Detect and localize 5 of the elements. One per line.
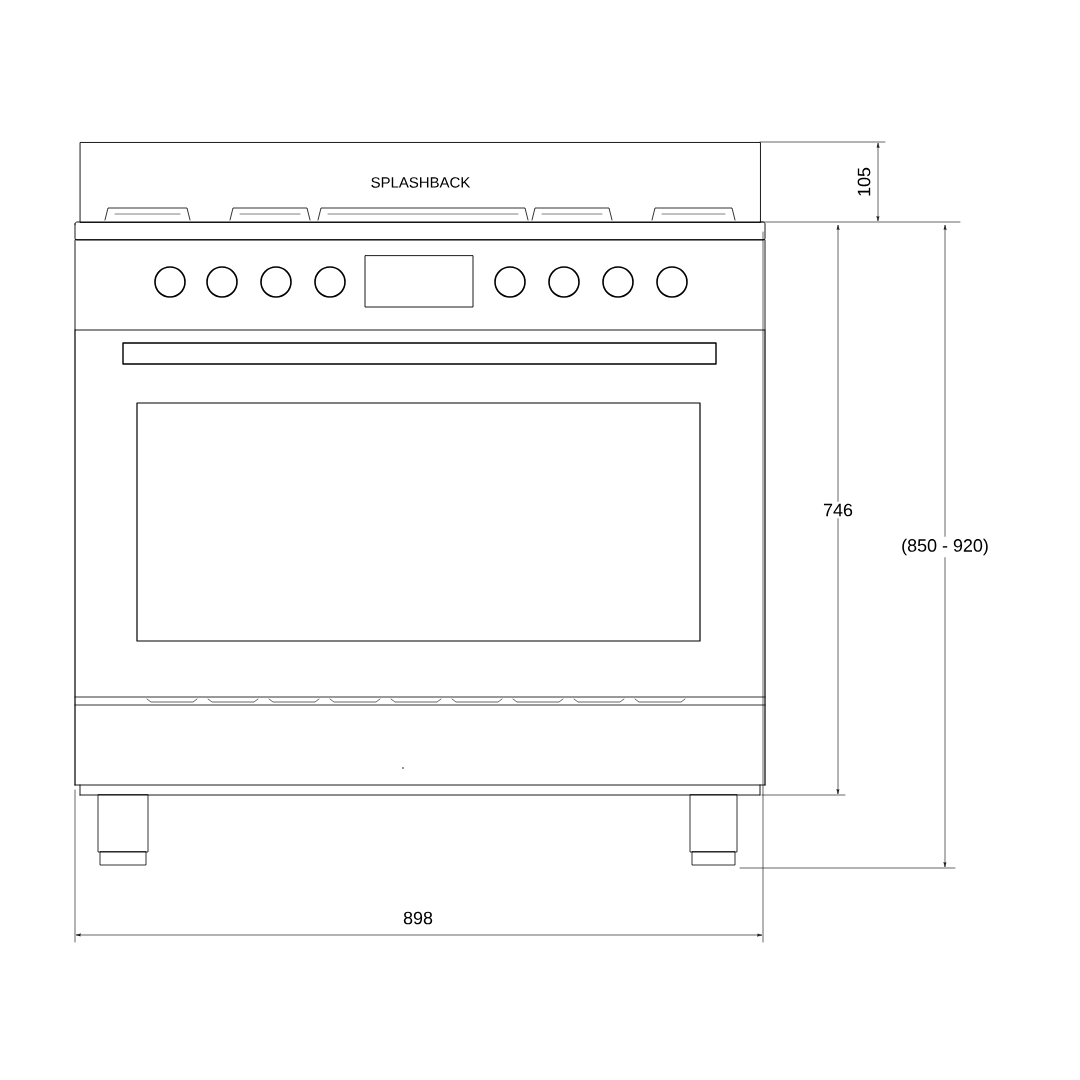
dimension-text: 105 — [855, 165, 873, 199]
dimension-text: 898 — [401, 909, 435, 927]
dimension-text: 746 — [821, 501, 855, 519]
dimension-text: (850 - 920) — [899, 536, 991, 558]
splashback-box: SPLASHBACK — [80, 142, 761, 223]
